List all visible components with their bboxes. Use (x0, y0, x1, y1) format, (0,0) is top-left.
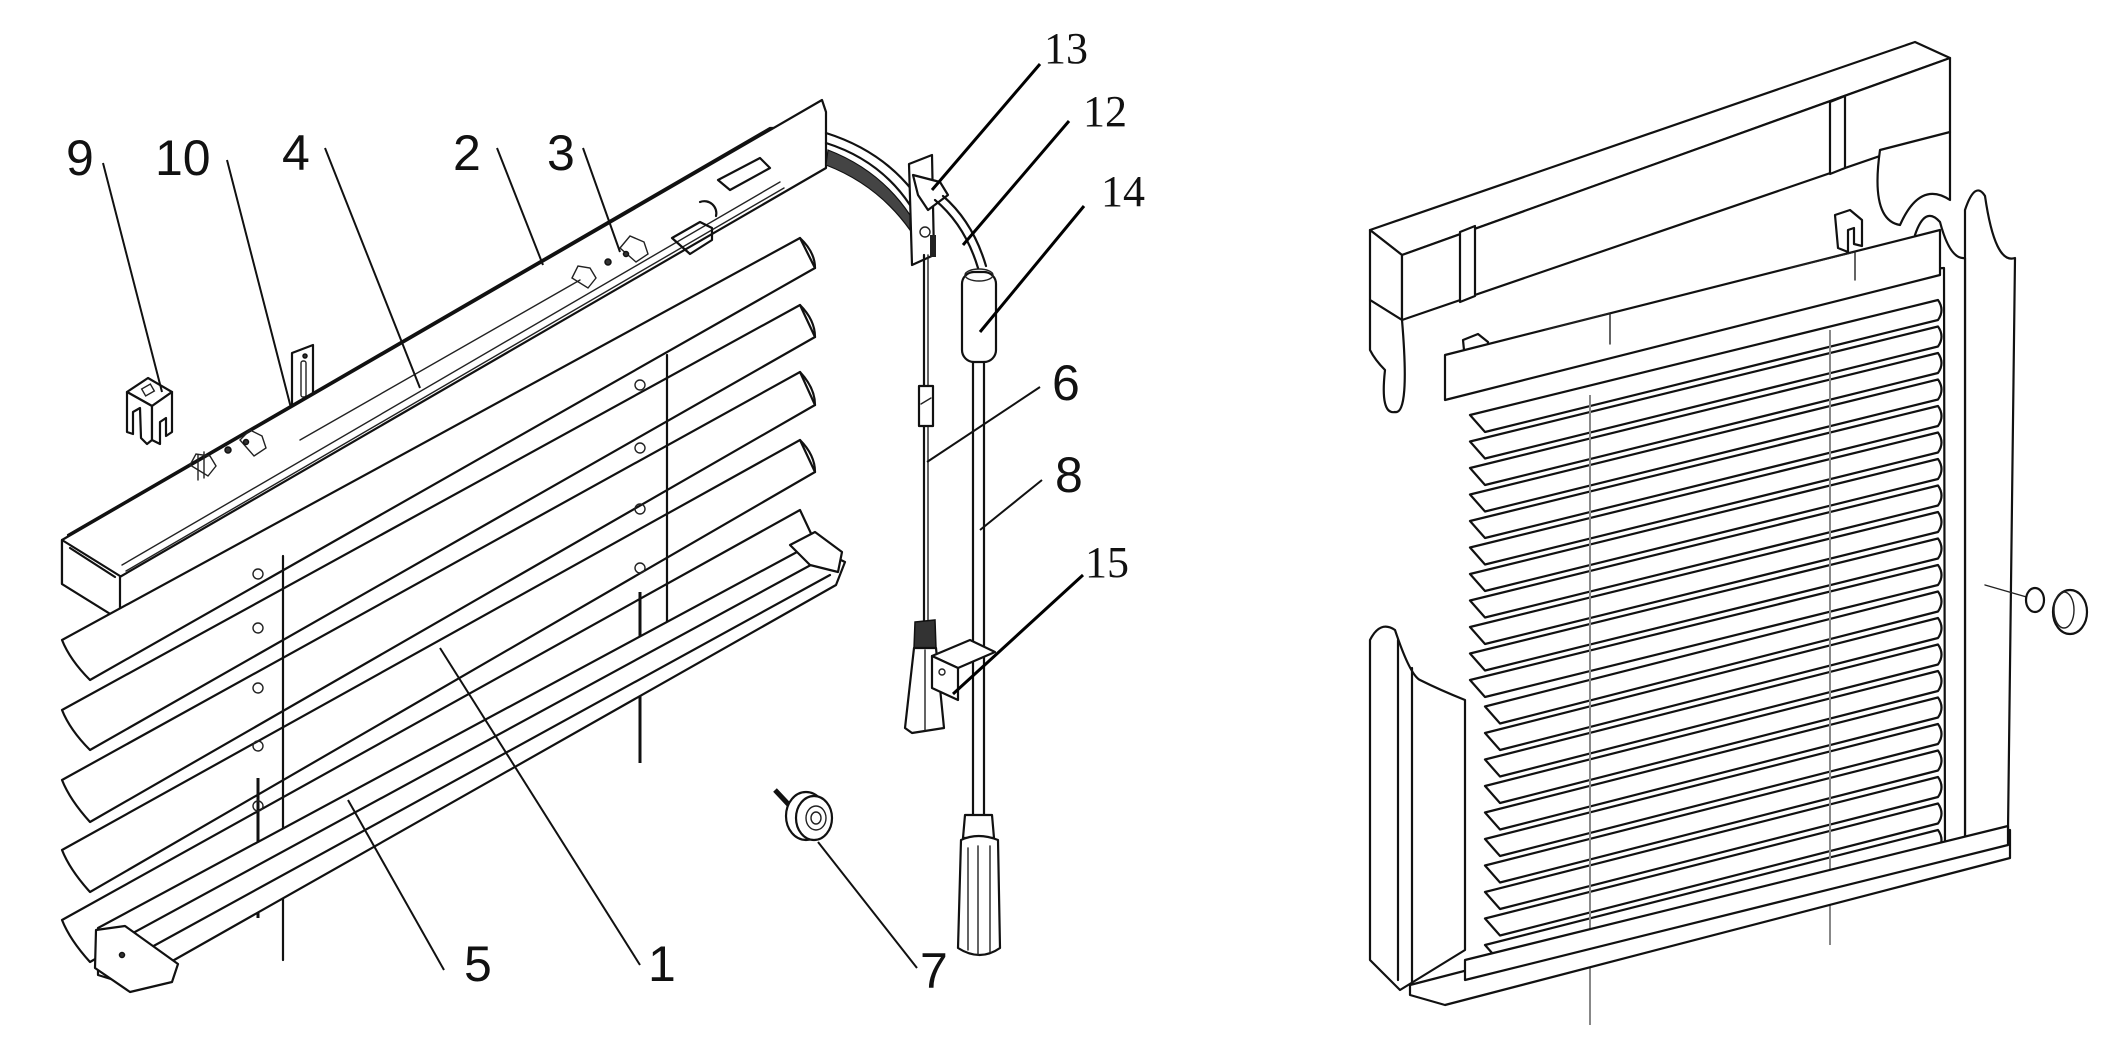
installed-view (1368, 40, 2089, 1025)
leader-lines (102, 63, 1086, 971)
frame-bracket-right-icon (1828, 94, 1864, 254)
tilt-wand (930, 194, 1002, 957)
callout-2: 2 (453, 125, 481, 181)
installed-slat (1468, 563, 1943, 699)
callout-15: 15 (1085, 538, 1129, 587)
installed-slat (1468, 510, 1943, 646)
callout-12: 12 (1083, 87, 1127, 136)
installed-slat (1483, 749, 1943, 884)
callout-7: 7 (920, 943, 948, 999)
installed-slat (1468, 431, 1943, 566)
installed-slat (1483, 802, 1943, 937)
installed-slat (1468, 378, 1943, 513)
installed-slat (1468, 537, 1943, 672)
callout-3: 3 (547, 125, 575, 181)
installed-slat (1468, 325, 1943, 460)
installed-slat (1483, 722, 1943, 858)
tilt-mechanism-icon (571, 156, 772, 289)
callout-13: 13 (1044, 24, 1088, 73)
tilt-mechanism-left-icon (189, 429, 267, 481)
installed-slat (1468, 298, 1943, 434)
installed-slats (1468, 298, 1943, 964)
mounting-bracket-icon (125, 376, 174, 446)
cord-lock-icon (907, 153, 950, 267)
callout-8: 8 (1055, 447, 1083, 503)
installed-slat (1483, 696, 1943, 831)
exploded-view (60, 98, 1002, 994)
installed-slat (1483, 616, 1943, 752)
callout-1: 1 (648, 936, 676, 992)
installed-slat (1468, 457, 1943, 593)
cord-linkage (824, 131, 914, 232)
installed-slat (1483, 643, 1943, 778)
callout-5: 5 (464, 936, 492, 992)
callout-14: 14 (1101, 167, 1145, 216)
bottom-rail (93, 530, 847, 994)
headrail (60, 98, 828, 622)
installed-slat (1483, 775, 1943, 911)
callout-10: 10 (155, 130, 211, 186)
installed-slat (1468, 484, 1943, 619)
hold-down-icon (773, 788, 834, 842)
callout-4: 4 (282, 125, 310, 181)
callout-labels: 9 10 4 2 3 5 1 7 6 8 13 12 14 15 (66, 24, 1145, 999)
callout-9: 9 (66, 130, 94, 186)
installed-hold-down-icon (1984, 584, 2089, 636)
installed-slat (1483, 590, 1943, 725)
callout-6: 6 (1052, 355, 1080, 411)
installed-slat (1468, 404, 1943, 540)
installed-slat (1468, 351, 1943, 487)
installed-slat (1483, 669, 1943, 805)
